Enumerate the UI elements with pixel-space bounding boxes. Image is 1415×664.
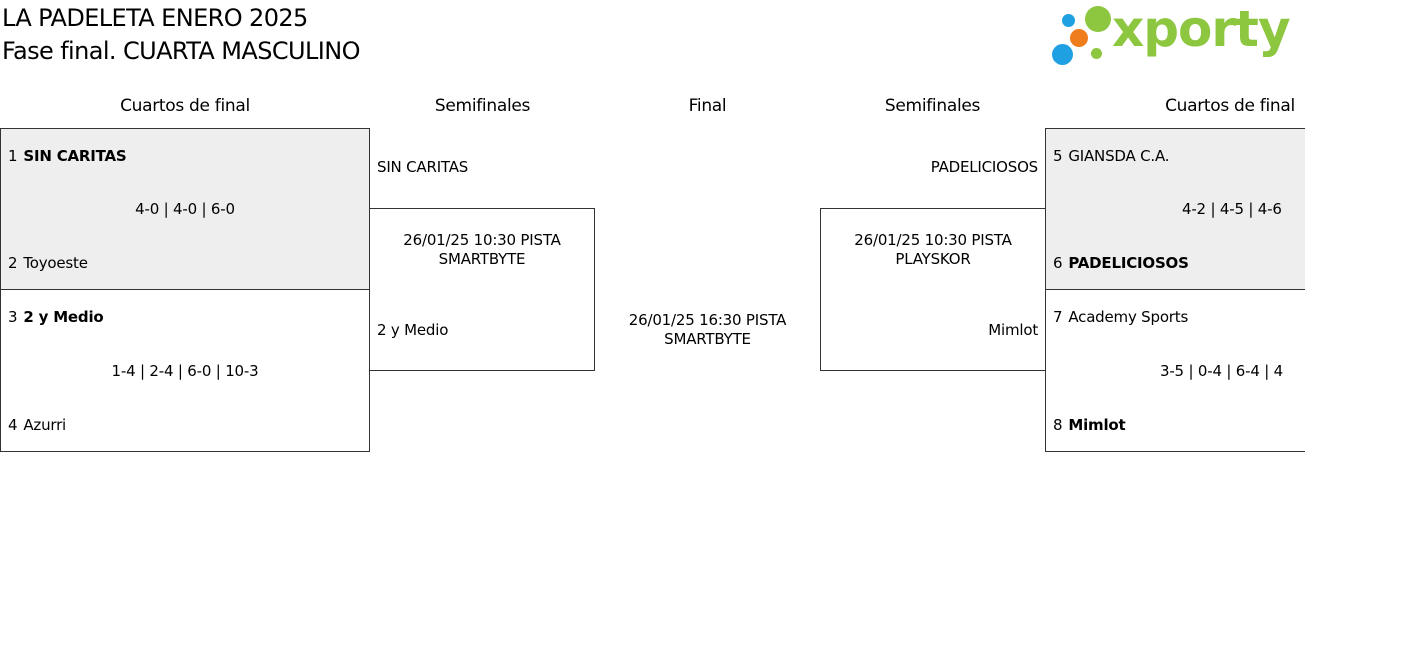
quarterfinal-match-2[interactable]: 3 2 y Medio 1-4 | 2-4 | 6-0 | 10-3 4 Azurr… [0, 289, 370, 452]
semifinal-team-bottom[interactable]: 2 y Medio [377, 321, 449, 339]
match-team[interactable]: 4 Azurri [8, 416, 66, 434]
column-header-final: Final [688, 96, 727, 116]
semifinal-team-top[interactable]: SIN CARITAS [377, 158, 469, 176]
semifinal-match-left[interactable]: 26/01/25 10:30 PISTA SMARTBYTE 2 y Medio [369, 208, 595, 371]
xporty-logo[interactable]: xporty [1052, 4, 1291, 68]
team-name: Azurri [23, 416, 67, 434]
final-schedule: 26/01/25 16:30 PISTA SMARTBYTE [595, 311, 820, 349]
match-score: 3-5 | 0-4 | 6-4 | 4 [1160, 362, 1284, 380]
schedule-court: SMARTBYTE [664, 330, 751, 348]
logo-dot-icon [1052, 44, 1073, 65]
match-team[interactable]: 8 Mimlot [1053, 416, 1126, 434]
column-header-semis-left: Semifinales [434, 96, 531, 116]
team-name: SIN CARITAS [23, 147, 127, 165]
team-seed: 2 [8, 254, 18, 272]
logo-dot-icon [1062, 14, 1075, 27]
match-team[interactable]: 6 PADELICIOSOS [1053, 254, 1189, 272]
team-seed: 4 [8, 416, 18, 434]
schedule-court: PLAYSKOR [895, 250, 971, 268]
schedule-datetime: 26/01/25 10:30 PISTA [403, 231, 561, 249]
team-seed: 7 [1053, 308, 1063, 326]
column-header-quarters-left: Cuartos de final [120, 96, 250, 116]
match-team[interactable]: 2 Toyoeste [8, 254, 88, 272]
logo-dot-icon [1070, 29, 1088, 47]
match-team[interactable]: 7 Academy Sports [1053, 308, 1188, 326]
team-name: 2 y Medio [23, 308, 104, 326]
team-name: GIANSDA C.A. [1068, 147, 1170, 165]
team-seed: 8 [1053, 416, 1063, 434]
phase-title: Fase final. CUARTA MASCULINO [2, 37, 360, 65]
match-schedule: 26/01/25 10:30 PISTA SMARTBYTE [370, 231, 594, 269]
logo-wordmark: xporty [1112, 0, 1291, 58]
match-score: 4-2 | 4-5 | 4-6 [1182, 200, 1282, 218]
semifinal-match-right[interactable]: 26/01/25 10:30 PISTA PLAYSKOR Mimlot [820, 208, 1046, 371]
team-seed: 5 [1053, 147, 1063, 165]
team-name: Academy Sports [1068, 308, 1189, 326]
tournament-title: LA PADELETA ENERO 2025 [2, 4, 308, 32]
team-seed: 6 [1053, 254, 1063, 272]
logo-dot-icon [1091, 48, 1102, 59]
quarterfinal-match-1[interactable]: 1 SIN CARITAS 4-0 | 4-0 | 6-0 2 Toyoeste [0, 128, 370, 290]
column-header-semis-right: Semifinales [884, 96, 981, 116]
match-schedule: 26/01/25 10:30 PISTA PLAYSKOR [821, 231, 1045, 269]
schedule-datetime: 26/01/25 10:30 PISTA [854, 231, 1012, 249]
semifinal-team-top[interactable]: PADELICIOSOS [930, 158, 1039, 176]
match-team[interactable]: 5 GIANSDA C.A. [1053, 147, 1170, 165]
logo-dot-icon [1085, 6, 1111, 32]
team-name: PADELICIOSOS [1068, 254, 1189, 272]
team-seed: 3 [8, 308, 18, 326]
schedule-court: SMARTBYTE [438, 250, 526, 268]
team-name: Toyoeste [23, 254, 88, 272]
quarterfinal-match-3[interactable]: 5 GIANSDA C.A. 4-2 | 4-5 | 4-6 6 PADELICIO… [1045, 128, 1305, 290]
match-score: 1-4 | 2-4 | 6-0 | 10-3 [111, 362, 259, 380]
semifinal-team-bottom[interactable]: Mimlot [988, 321, 1038, 339]
match-score: 4-0 | 4-0 | 6-0 [135, 200, 235, 218]
column-header-quarters-right: Cuartos de final [1165, 96, 1295, 116]
team-name: Mimlot [1068, 416, 1126, 434]
team-seed: 1 [8, 147, 18, 165]
match-team[interactable]: 3 2 y Medio [8, 308, 104, 326]
schedule-datetime: 26/01/25 16:30 PISTA [628, 311, 787, 329]
quarterfinal-match-4[interactable]: 7 Academy Sports 3-5 | 0-4 | 6-4 | 4 8 Mim… [1045, 289, 1305, 452]
match-team[interactable]: 1 SIN CARITAS [8, 147, 127, 165]
